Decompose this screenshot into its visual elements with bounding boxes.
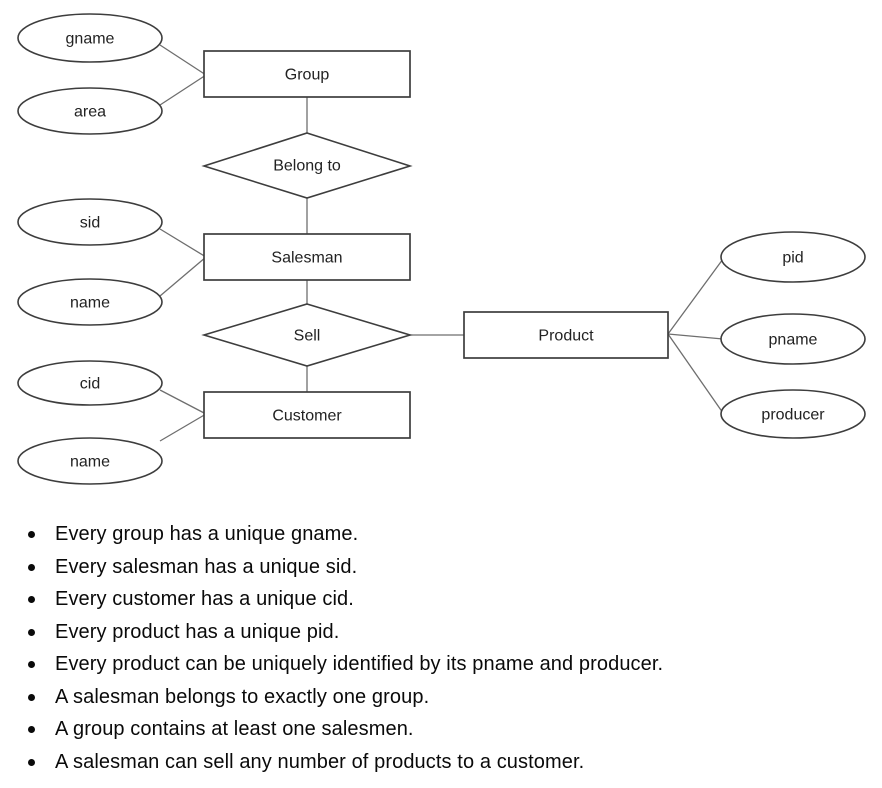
- line-cid-customer: [159, 389, 207, 415]
- relationship-belongto-label: Belong to: [273, 158, 341, 175]
- attribute-area-ellipse: [17, 87, 163, 135]
- relationship-sell-diamond: [201, 303, 413, 367]
- attribute-salesman-name-label: name: [70, 295, 110, 312]
- attribute-area-label: area: [74, 104, 106, 121]
- relationship-diamonds: [201, 132, 413, 367]
- entity-product-rect: [463, 311, 669, 359]
- attribute-sid-label: sid: [80, 215, 100, 232]
- attribute-pid-label: pid: [782, 250, 803, 267]
- constraint-item: Every product can be uniquely identified…: [0, 648, 882, 681]
- attribute-pname-ellipse: [720, 313, 866, 365]
- constraint-item: Every salesman has a unique sid.: [0, 551, 882, 584]
- attribute-salesman-name-ellipse: [17, 278, 163, 326]
- constraint-item: Every group has a unique gname.: [0, 518, 882, 551]
- attribute-ellipses: [17, 13, 866, 485]
- attribute-cid-ellipse: [17, 360, 163, 406]
- diagram-labels: gname area sid name cid name pid pname p…: [66, 31, 826, 471]
- relationship-belongto-diamond: [201, 132, 413, 199]
- connector-lines: [159, 44, 724, 442]
- attribute-sid-ellipse: [17, 198, 163, 246]
- line-sid-salesman: [159, 228, 207, 258]
- constraints-list: Every group has a unique gname. Every sa…: [0, 518, 882, 778]
- constraint-item: Every product has a unique pid.: [0, 616, 882, 649]
- entity-customer-rect: [203, 391, 411, 439]
- line-area-group: [159, 74, 207, 106]
- entity-rectangles: [203, 50, 669, 439]
- attribute-pname-label: pname: [769, 332, 818, 349]
- line-gname-group: [159, 44, 207, 76]
- relationship-sell-label: Sell: [294, 328, 321, 345]
- entity-group-label: Group: [285, 67, 330, 84]
- attribute-cid-label: cid: [80, 376, 100, 393]
- entity-salesman-rect: [203, 233, 411, 281]
- entity-product-label: Product: [538, 328, 594, 345]
- constraint-item: A salesman can sell any number of produc…: [0, 746, 882, 779]
- er-diagram: gname area sid name cid name pid pname p…: [17, 13, 866, 485]
- constraint-item: A group contains at least one salesmen.: [0, 713, 882, 746]
- line-product-pname: [667, 333, 724, 340]
- constraint-item: A salesman belongs to exactly one group.: [0, 681, 882, 714]
- attribute-customer-name-ellipse: [17, 437, 163, 485]
- er-diagram-canvas: gname area sid name cid name pid pname p…: [17, 13, 866, 485]
- line-product-producer: [667, 333, 724, 414]
- attribute-pid-ellipse: [720, 231, 866, 283]
- attribute-customer-name-label: name: [70, 454, 110, 471]
- attribute-producer-ellipse: [720, 389, 866, 439]
- entity-salesman-label: Salesman: [271, 250, 342, 267]
- line-name-customer: [159, 413, 207, 442]
- line-name-salesman: [159, 256, 207, 297]
- entity-customer-label: Customer: [272, 408, 342, 425]
- constraint-item: Every customer has a unique cid.: [0, 583, 882, 616]
- attribute-producer-label: producer: [761, 407, 825, 424]
- attribute-gname-label: gname: [66, 31, 115, 48]
- entity-group-rect: [203, 50, 411, 98]
- line-product-pid: [667, 258, 724, 335]
- attribute-gname-ellipse: [17, 13, 163, 63]
